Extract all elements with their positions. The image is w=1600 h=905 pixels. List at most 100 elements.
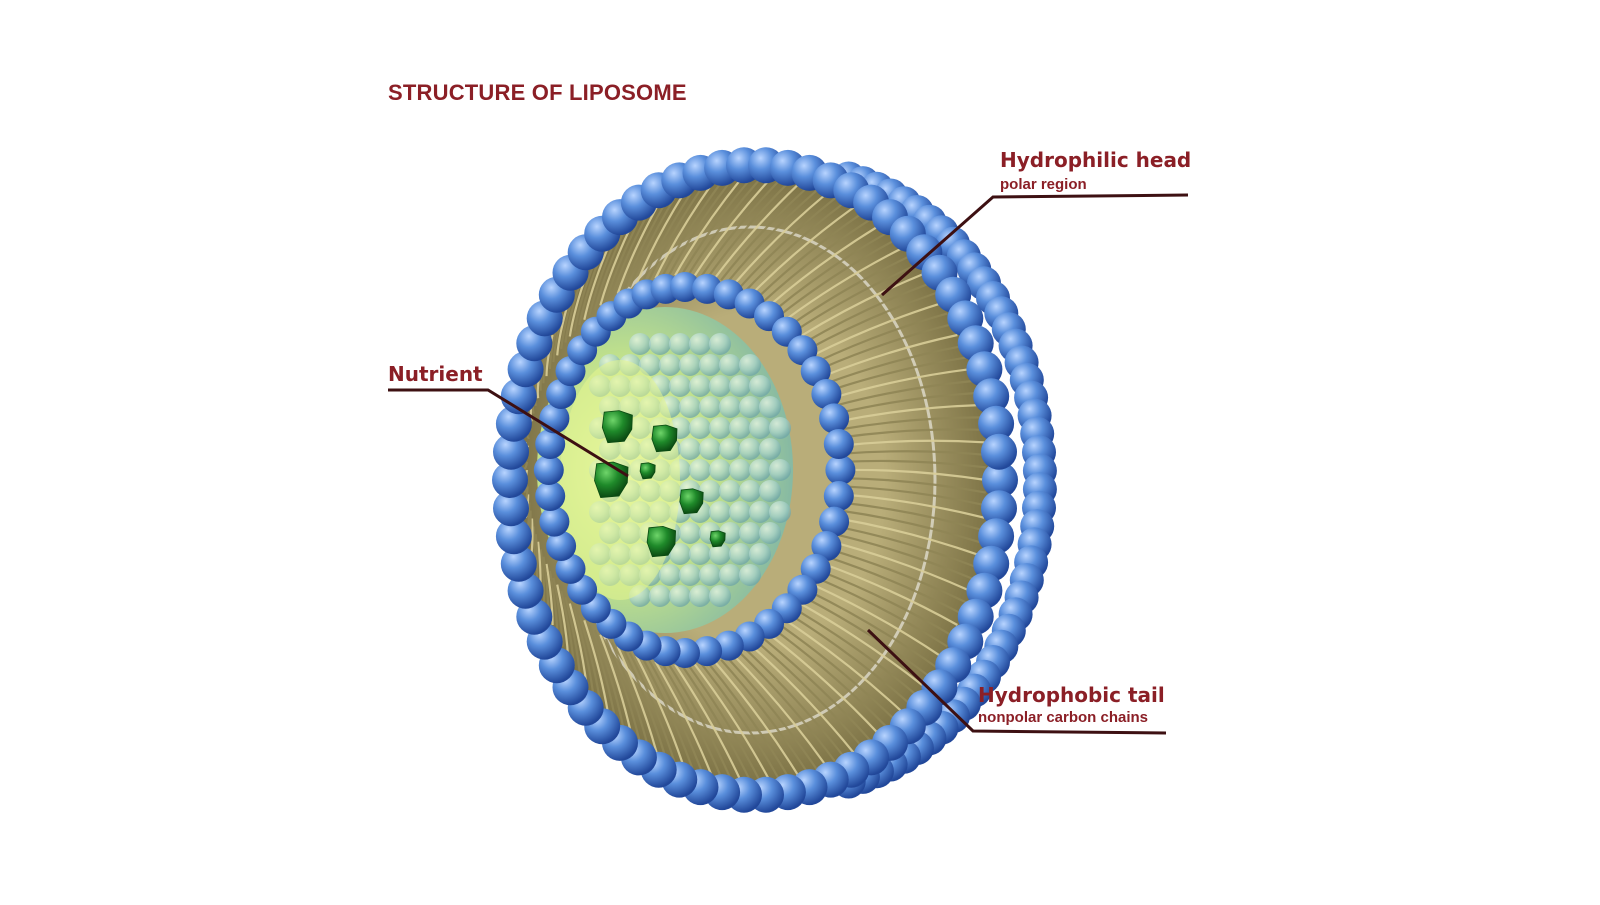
tail-strand	[833, 379, 974, 407]
inner-head-sphere	[546, 379, 577, 409]
tail-strand	[578, 614, 602, 704]
tail-strand	[713, 183, 800, 280]
tail-strand	[660, 662, 723, 779]
tail-strand	[769, 633, 880, 735]
tail-strand	[610, 212, 649, 298]
tail-strand	[739, 652, 837, 763]
tail-strand	[799, 272, 924, 338]
tail-strand	[823, 562, 958, 626]
tail-strand	[839, 416, 982, 431]
inner-head-sphere	[555, 553, 586, 584]
tail-strand	[841, 493, 985, 519]
tail-strand	[816, 576, 948, 648]
outer-head-sphere	[492, 462, 528, 498]
tail-strand	[739, 197, 837, 288]
tail-strand	[819, 569, 954, 637]
tail-strand	[720, 186, 809, 281]
tail-strand	[573, 608, 595, 696]
core-sphere	[709, 543, 731, 565]
tail-strand	[837, 517, 980, 556]
tail-strand	[828, 548, 967, 604]
tail-strand	[680, 664, 752, 782]
tail-strand	[660, 181, 723, 278]
tail-strand	[785, 247, 903, 321]
tail-strand	[622, 201, 667, 291]
tail-strand	[833, 533, 974, 581]
hydrophobic-tail-label: Hydrophobic tail	[978, 683, 1165, 707]
nutrient-leader-line	[388, 388, 629, 478]
core-sphere	[649, 333, 671, 355]
polar-region-label: polar region	[1000, 176, 1087, 193]
tail-leader-line	[866, 628, 1167, 735]
tail-strand	[842, 485, 986, 507]
tail-strand	[842, 477, 987, 494]
tail-strand	[726, 189, 818, 283]
core-sphere	[739, 354, 761, 376]
tail-strand	[804, 282, 931, 344]
inner-head-sphere	[800, 356, 831, 387]
inner-head-sphere	[546, 531, 577, 561]
inner-head-sphere	[692, 636, 723, 667]
leader-lines	[388, 193, 1189, 735]
tail-strand	[763, 218, 872, 302]
tail-strand	[564, 597, 582, 677]
core-sphere	[709, 375, 731, 397]
core-sphere	[719, 564, 741, 586]
tail-strand	[687, 664, 761, 782]
outer-head-sphere	[493, 433, 529, 470]
core-sphere	[669, 375, 691, 397]
tail-strand	[720, 659, 809, 774]
tail-strand	[823, 333, 958, 378]
tail-strand	[808, 291, 937, 350]
tail-strand	[790, 613, 911, 705]
inner-head-layer	[533, 272, 856, 668]
tail-strand	[647, 186, 704, 281]
inner-head-sphere	[823, 481, 854, 511]
tail-strand	[654, 660, 713, 777]
outer-head-layer	[492, 147, 1018, 813]
core-sphere	[749, 459, 771, 481]
tail-strand	[840, 501, 984, 532]
nutrient-particle	[709, 530, 726, 548]
tail-strand	[842, 459, 986, 469]
core-sphere	[739, 438, 761, 460]
inner-head-sphere	[533, 455, 564, 485]
head-leader-line	[881, 193, 1189, 297]
outer-head-sphere	[978, 518, 1015, 555]
tail-strand	[804, 596, 931, 678]
inner-head-sphere	[823, 429, 854, 459]
core-sphere	[719, 480, 741, 502]
core-sphere	[729, 375, 751, 397]
core-sphere	[629, 333, 651, 355]
core-sphere	[739, 396, 761, 418]
core-sphere	[669, 585, 691, 607]
core-sphere	[749, 543, 771, 565]
inner-head-sphere	[811, 379, 842, 409]
tail-strand	[694, 663, 771, 781]
tail-strand	[745, 648, 846, 759]
core-sphere	[679, 354, 701, 376]
tail-strand	[588, 624, 617, 721]
core-sphere	[749, 417, 771, 439]
tail-strand	[826, 555, 963, 615]
core-sphere	[669, 543, 691, 565]
tail-strand	[599, 634, 633, 735]
tail-strand	[840, 428, 983, 439]
tail-strand	[841, 439, 985, 447]
core-sphere	[729, 543, 751, 565]
tail-strand	[641, 189, 694, 283]
inner-head-sphere	[539, 506, 570, 537]
core-sphere	[759, 396, 781, 418]
core-sphere	[729, 459, 751, 481]
core-sphere	[659, 564, 681, 586]
tail-strand	[628, 197, 676, 288]
core-sphere	[749, 375, 771, 397]
core-sphere	[749, 501, 771, 523]
tail-strand	[564, 282, 582, 343]
tail-strand	[808, 590, 937, 668]
tail-strand	[794, 263, 918, 332]
tail-strand	[751, 645, 855, 754]
tail-strand	[583, 619, 609, 713]
core-sphere	[709, 459, 731, 481]
tail-strand	[831, 368, 970, 400]
